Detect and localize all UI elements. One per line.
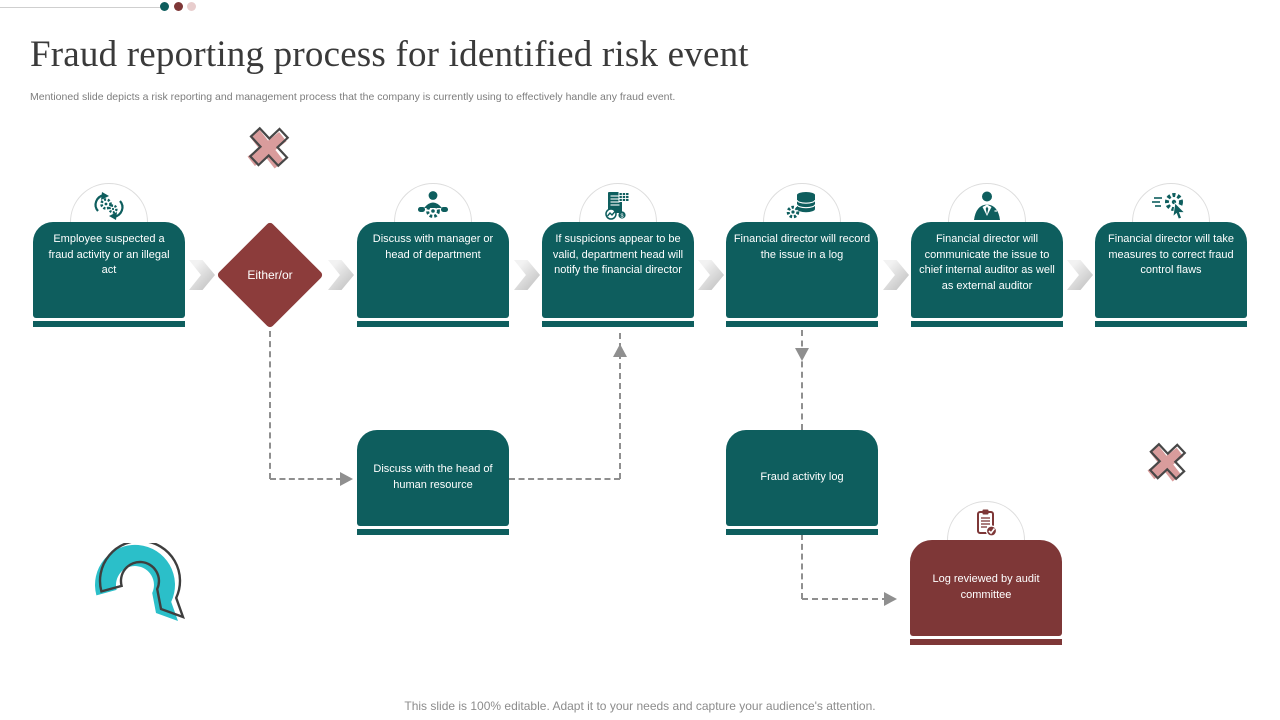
connector-step4-to-log: [801, 330, 803, 430]
step-underline-bar: [726, 321, 878, 327]
process-step-label: Discuss with the head of human resource: [357, 430, 509, 526]
arrowhead-into-step3: [613, 344, 627, 357]
step-underline-bar: [542, 321, 694, 327]
step-underline-bar: [726, 529, 878, 535]
businessman-icon: [974, 191, 1000, 220]
gears-cycle-icon: [94, 192, 124, 220]
slide-footer-note: This slide is 100% editable. Adapt it to…: [404, 699, 876, 713]
decor-dot-maroon: [174, 2, 183, 11]
chevron-arrow-icon: [698, 260, 724, 290]
process-step-label: Log reviewed by audit committee: [910, 540, 1062, 636]
connector-hr-to-step3-vertical: [619, 333, 621, 479]
process-step-notify-financial-director: $ If suspicions appear to be valid, depa…: [542, 183, 694, 327]
process-step-label: If suspicions appear to be valid, depart…: [542, 222, 694, 318]
process-step-label: Fraud activity log: [726, 430, 878, 526]
diamond-label: Either/or: [247, 268, 293, 282]
step-underline-bar: [33, 321, 185, 327]
arrowhead-into-audit-box: [884, 592, 897, 606]
decor-dot-teal: [160, 2, 169, 11]
chevron-arrow-icon: [189, 260, 215, 290]
chevron-arrow-icon: [1067, 260, 1093, 290]
decor-dot-pink: [187, 2, 196, 11]
step-underline-bar: [1095, 321, 1247, 327]
arrowhead-into-hr-box: [340, 472, 353, 486]
svg-text:$: $: [620, 213, 623, 219]
connector-hr-to-step3-horizontal: [509, 478, 620, 480]
process-step-label: Employee suspected a fraud activity or a…: [33, 222, 185, 318]
process-step-label: Financial director will record the issue…: [726, 222, 878, 318]
chevron-arrow-icon: [514, 260, 540, 290]
gear-cursor-icon: [1152, 193, 1186, 220]
chevron-arrow-icon: [883, 260, 909, 290]
process-step-correct-fraud-flaws: Financial director will take measures to…: [1095, 183, 1247, 327]
step-underline-bar: [911, 321, 1063, 327]
database-gear-icon: [786, 192, 816, 219]
process-step-label: Financial director will communicate the …: [911, 222, 1063, 318]
process-step-label: Discuss with manager or head of departme…: [357, 222, 509, 318]
arrowhead-into-log-box: [795, 348, 809, 361]
header-divider-line: [0, 7, 160, 8]
process-step-communicate-auditors: Financial director will communicate the …: [911, 183, 1063, 327]
swoosh-arc-icon: [94, 543, 185, 621]
page-subtitle: Mentioned slide depicts a risk reporting…: [30, 91, 676, 103]
clipboard-check-icon: [977, 509, 998, 537]
cross-decor-icon: [247, 126, 290, 169]
page-title: Fraud reporting process for identified r…: [30, 34, 749, 75]
connector-log-to-audit-horizontal: [802, 598, 888, 600]
step-underline-bar: [910, 639, 1062, 645]
process-step-employee-suspect: Employee suspected a fraud activity or a…: [33, 183, 185, 327]
process-step-record-issue-log: Financial director will record the issue…: [726, 183, 878, 327]
process-step-label: Financial director will take measures to…: [1095, 222, 1247, 318]
connector-log-to-audit-vertical: [801, 534, 803, 599]
step-underline-bar: [357, 321, 509, 327]
chevron-arrow-icon: [328, 260, 354, 290]
step-underline-bar: [357, 529, 509, 535]
connector-diamond-to-hr-horizontal: [270, 478, 342, 480]
process-step-audit-committee: Log reviewed by audit committee: [910, 501, 1062, 645]
manager-gear-icon: [418, 191, 448, 218]
cross-decor-icon: [1147, 442, 1187, 482]
process-step-discuss-manager: Discuss with manager or head of departme…: [357, 183, 509, 327]
report-document-icon: $: [605, 192, 630, 220]
process-step-discuss-hr: Discuss with the head of human resource: [357, 430, 509, 535]
decision-diamond-either-or: Either/or: [216, 220, 324, 330]
connector-diamond-to-hr: [269, 331, 271, 479]
process-step-fraud-activity-log: Fraud activity log: [726, 430, 878, 535]
